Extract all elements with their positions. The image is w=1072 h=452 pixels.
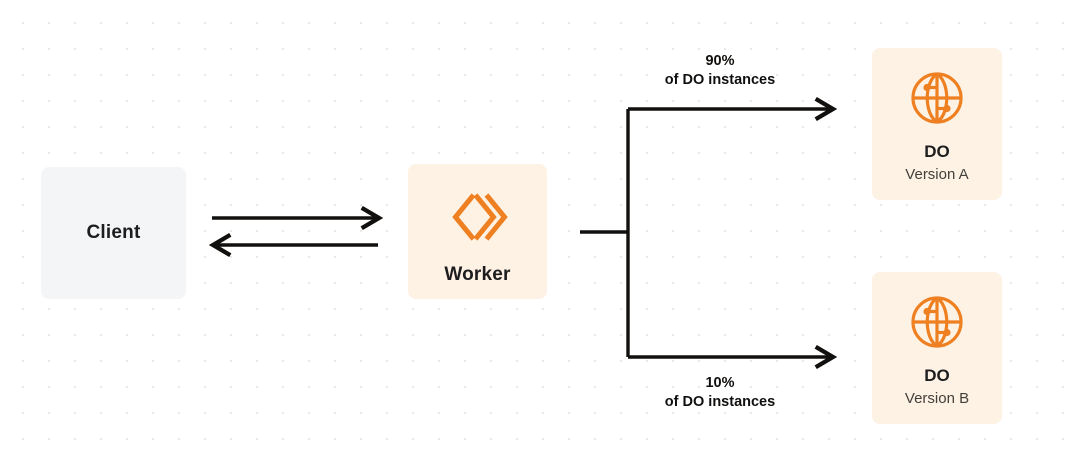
node-client[interactable]: Client xyxy=(41,167,186,299)
edge-label-do-b-caption: of DO instances xyxy=(664,394,776,410)
do-b-label: DO xyxy=(924,366,950,385)
globe-icon xyxy=(907,292,967,352)
do-a-sublabel: Version A xyxy=(905,166,969,183)
globe-icon xyxy=(907,68,967,128)
edge-label-do-a: 90% of DO instances xyxy=(600,52,840,90)
cloudflare-workers-icon xyxy=(447,186,509,248)
edge-label-do-b: 10% of DO instances xyxy=(600,374,840,412)
node-do-version-b[interactable]: DO Version B xyxy=(872,272,1002,424)
do-b-sublabel: Version B xyxy=(904,390,970,407)
node-do-version-a[interactable]: DO Version A xyxy=(872,48,1002,200)
worker-label: Worker xyxy=(444,264,511,285)
client-label: Client xyxy=(86,222,141,243)
edge-label-do-b-percent: 10% xyxy=(705,375,735,391)
node-worker[interactable]: Worker xyxy=(408,164,547,299)
do-a-label: DO xyxy=(924,142,950,161)
edge-label-do-a-percent: 90% xyxy=(705,53,735,69)
edge-label-do-a-caption: of DO instances xyxy=(664,72,776,88)
